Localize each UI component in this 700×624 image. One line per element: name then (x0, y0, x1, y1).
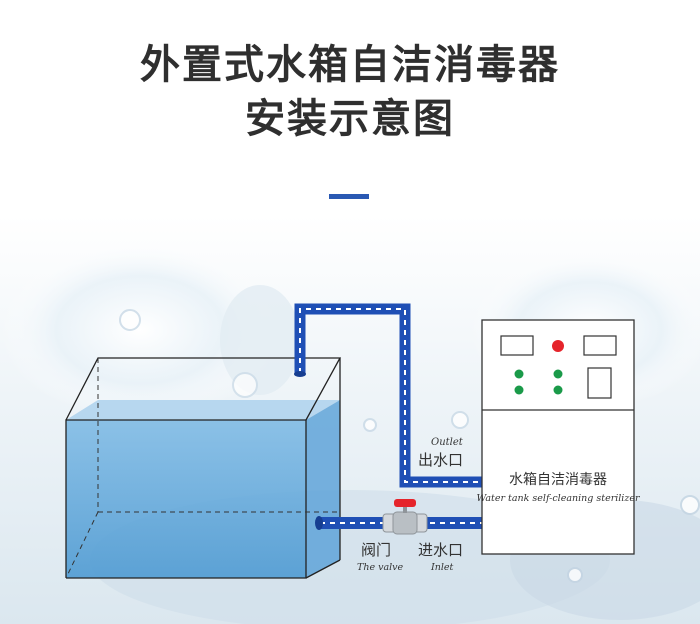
title-block: 外置式水箱自洁消毒器 安装示意图 (0, 38, 700, 146)
valve-label-cn: 阀门 (361, 541, 391, 559)
inlet-label-en: Inlet (430, 562, 454, 573)
valve-icon (382, 499, 428, 535)
outlet-pipe (294, 303, 482, 488)
display-right-icon (583, 335, 617, 356)
panel-window-icon (587, 367, 612, 399)
display-left-icon (500, 335, 534, 356)
outlet-label-en: Outlet (431, 437, 464, 448)
device-label-cn: 水箱自洁消毒器 (509, 472, 607, 488)
page-subtitle: 安装示意图 (245, 96, 455, 142)
water-tank (65, 357, 342, 579)
green-indicator-icon (553, 369, 563, 379)
green-indicator-icon (553, 385, 563, 395)
sterilizer-device (481, 319, 635, 555)
outlet-label-cn: 出水口 (418, 451, 463, 469)
valve-label-en: The valve (357, 562, 404, 573)
title-underline (329, 194, 369, 199)
green-indicator-icon (514, 385, 524, 395)
inlet-label-cn: 进水口 (418, 541, 463, 559)
green-indicator-icon (514, 369, 524, 379)
device-label-en: Water tank self-cleaning sterilizer (476, 493, 641, 504)
page-title: 外置式水箱自洁消毒器 (140, 42, 560, 88)
red-indicator-icon (552, 340, 564, 352)
